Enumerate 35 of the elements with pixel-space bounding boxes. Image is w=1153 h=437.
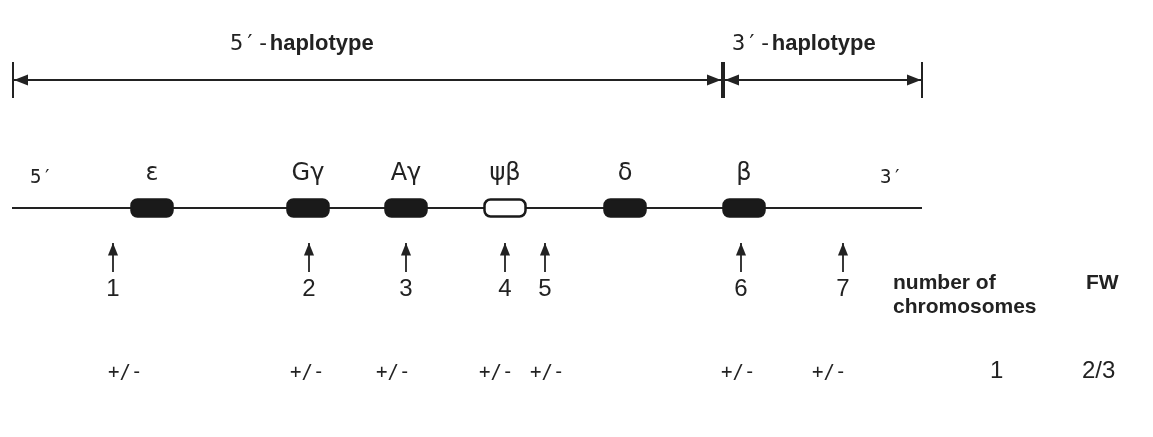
marker-status: +/- [376, 360, 411, 382]
gene-label: ψβ [488, 158, 522, 186]
gene-label: β [735, 158, 753, 186]
site-number: 1 [105, 274, 121, 302]
region-label: 3′-haplotype [732, 30, 876, 56]
site-number: 4 [497, 274, 513, 302]
marker-status: +/- [479, 360, 514, 382]
arrow [539, 242, 551, 273]
site-number: 3 [398, 274, 414, 302]
fw-value: 2/3 [1082, 356, 1116, 384]
arrow [107, 242, 119, 273]
end-label: 3′ [880, 165, 903, 187]
marker-status: +/- [721, 360, 756, 382]
marker-status: +/- [530, 360, 565, 382]
marker-status: +/- [812, 360, 847, 382]
site-number: 2 [301, 274, 317, 302]
column-header: number of chromosomes [893, 270, 1038, 318]
count-value: 1 [990, 356, 1004, 384]
end-label: 5′ [30, 165, 53, 187]
gene-label: Gγ [290, 158, 326, 186]
arrow [400, 242, 412, 273]
column-header: FW [1086, 270, 1119, 294]
arrow [735, 242, 747, 273]
gene-label: δ [616, 158, 634, 186]
site-number: 7 [835, 274, 851, 302]
arrow [499, 242, 511, 273]
arrow [303, 242, 315, 273]
gene-label: ε [144, 158, 160, 186]
site-number: 5 [537, 274, 553, 302]
site-number: 6 [733, 274, 749, 302]
arrow [837, 242, 849, 273]
region-label: 5′-haplotype [230, 30, 374, 56]
marker-status: +/- [108, 360, 143, 382]
gene-label: Aγ [389, 158, 423, 186]
marker-status: +/- [290, 360, 325, 382]
